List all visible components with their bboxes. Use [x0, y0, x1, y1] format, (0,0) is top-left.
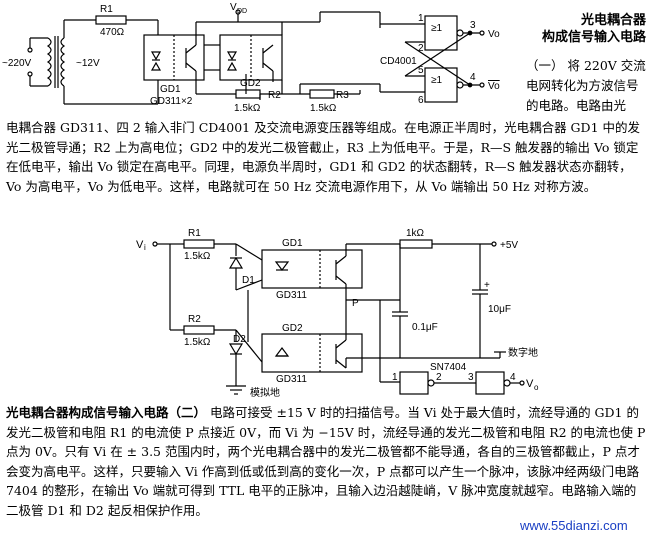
circuit-2-body-text: 电路可接受 ±15 V 时的扫描信号。当 Vi 处于最大值时，流经导通的 GD1… — [6, 405, 646, 518]
label-d1: D1 — [242, 275, 255, 286]
circuit-1-body-text: 电耦合器 GD311、四 2 输入非门 CD4001 及交流电源变压器等组成。在… — [6, 120, 640, 194]
label-r2: R2 — [188, 314, 201, 325]
label-r3-value: 1.5kΩ — [310, 103, 337, 114]
label-r1-value: 470Ω — [100, 27, 125, 38]
pin-1: 1 — [418, 13, 424, 24]
label-r1: R1 — [100, 4, 113, 15]
label-gd2: GD2 — [240, 78, 261, 89]
circuit-2-caption: 光电耦合器构成信号输入电路（二） — [6, 405, 207, 420]
pin-2: 2 — [418, 43, 424, 54]
circuit-2-schematic — [152, 239, 525, 395]
label-vo: Vo — [488, 29, 500, 40]
label-vo-sub: o — [534, 383, 539, 392]
label-analog-ground: 模拟地 — [250, 386, 280, 399]
pin-3: 3 — [470, 20, 476, 31]
label-c1: 0.1μF — [412, 322, 438, 333]
label-sn7404: SN7404 — [430, 362, 467, 373]
label-gd2: GD2 — [282, 323, 303, 334]
label-r1: R1 — [188, 228, 201, 239]
label-gd1: GD1 — [160, 84, 181, 95]
label-r2-value: 1.5kΩ — [184, 337, 211, 348]
gate-1-symbol: ≥1 — [431, 23, 442, 34]
label-vo: V — [526, 378, 534, 390]
label-r3: R3 — [336, 90, 349, 101]
label-c2: 10μF — [488, 304, 511, 315]
circuit-2-labels: V i R1 1.5kΩ R2 1.5kΩ D1 D2 GD1 GD311 GD… — [136, 228, 539, 399]
label-vdd-sub: DD — [237, 8, 247, 15]
label-r1-value: 1.5kΩ — [184, 251, 211, 262]
pin-1: 1 — [392, 372, 398, 383]
label-r2-value: 1.5kΩ — [234, 103, 261, 114]
pin-6: 6 — [418, 95, 424, 106]
label-1k: 1kΩ — [406, 228, 425, 239]
circuit-1-title: 光电耦合器 构成信号输入电路 — [528, 12, 646, 46]
label-p-node: P — [352, 298, 359, 309]
label-r2: R2 — [268, 90, 281, 101]
watermark-link[interactable]: www.55dianzi.com — [520, 518, 628, 533]
label-vi: V — [136, 239, 144, 251]
circuit-1-schematic — [27, 9, 485, 105]
label-gd311-b: GD311 — [276, 374, 307, 385]
pin-4: 4 — [470, 72, 476, 83]
label-d2: D2 — [233, 334, 246, 345]
label-12v: ~12V — [76, 58, 100, 69]
label-vo-bar: Vo — [488, 81, 500, 92]
label-plus-5v: +5V — [500, 240, 518, 251]
circuit-1-labels: R1 470Ω V DD ~220V ~12V GD1 GD311×2 GD2 … — [2, 2, 500, 114]
pin-3: 3 — [468, 372, 474, 383]
label-gd311-x2: GD311×2 — [150, 96, 193, 107]
circuit-1-side-text: （一） 将 220V 交流电网转化为方波信号的电路。电路由光 — [526, 58, 646, 113]
label-220v: ~220V — [2, 58, 32, 69]
label-gd311-a: GD311 — [276, 290, 307, 301]
circuit-1-title-line-1: 光电耦合器 — [580, 13, 646, 28]
label-cd4001: CD4001 — [380, 56, 417, 67]
pin-5: 5 — [418, 65, 424, 76]
pin-4: 4 — [510, 372, 516, 383]
circuit-1-title-line-2: 构成信号输入电路 — [541, 30, 646, 45]
label-cap-plus: + — [484, 280, 490, 291]
label-digital-ground: 数字地 — [508, 346, 538, 359]
label-vdd: V — [230, 2, 237, 13]
label-gd1: GD1 — [282, 238, 303, 249]
pin-2: 2 — [436, 372, 442, 383]
label-vi-sub: i — [144, 243, 146, 252]
circuit-2-description: 光电耦合器构成信号输入电路（二） 电路可接受 ±15 V 时的扫描信号。当 Vi… — [6, 403, 646, 520]
gate-2-symbol: ≥1 — [431, 75, 442, 86]
